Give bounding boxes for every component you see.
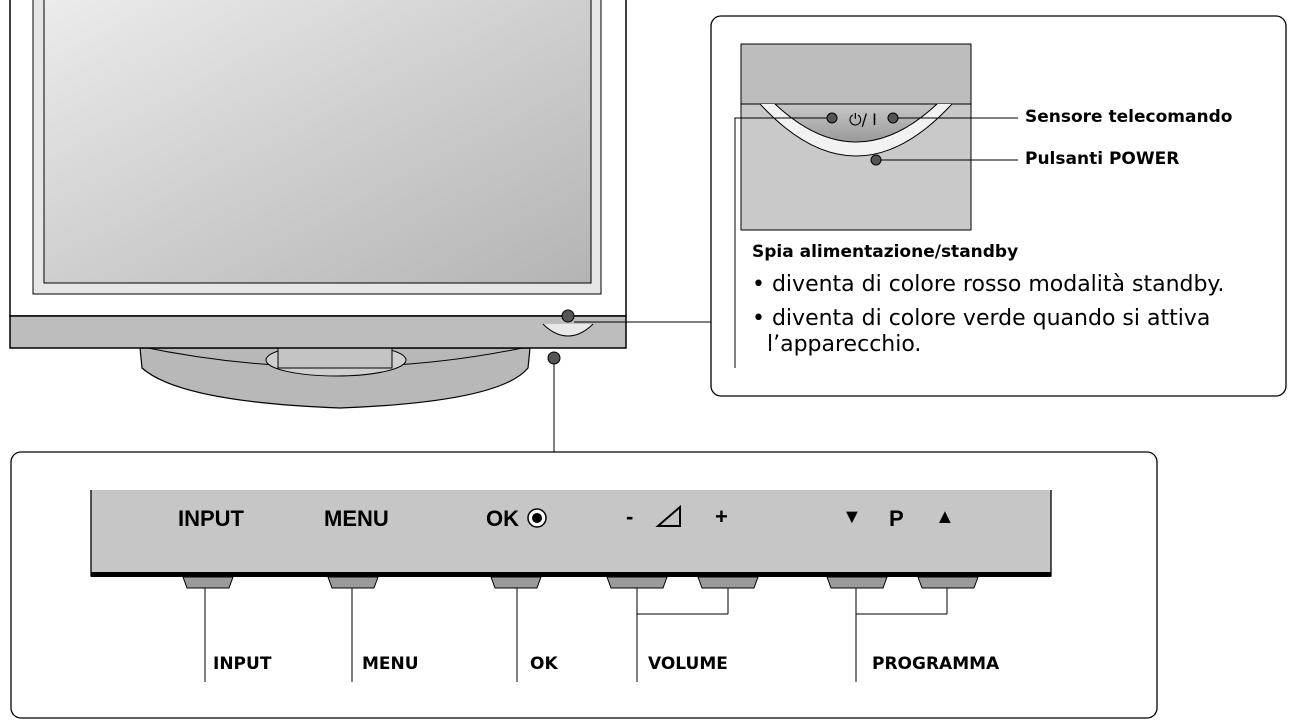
- tv-monitor: [9, 0, 627, 365]
- panel-ok-label: OK: [486, 506, 519, 531]
- button-panel-callout: [10, 451, 1158, 719]
- panel-volume-plus-label: +: [715, 504, 728, 529]
- power-symbol: ⏻/ I: [849, 110, 877, 129]
- bottom-leader-lines: [204, 588, 948, 682]
- bottom-label-programma: PROGRAMMA: [872, 654, 1000, 674]
- power-callout-box: [574, 15, 1287, 397]
- standby-bullet-green-cont: l’apparecchio.: [767, 332, 922, 357]
- power-button-label: Pulsanti POWER: [1025, 149, 1180, 169]
- panel-physical-buttons: [182, 576, 979, 589]
- panel-input-label: INPUT: [178, 506, 244, 531]
- remote-sensor-label: Sensore telecomando: [1025, 107, 1233, 127]
- bottom-label-input: INPUT: [213, 654, 272, 674]
- standby-indicator-title: Spia alimentazione/standby: [752, 242, 1019, 262]
- bottom-label-volume: VOLUME: [648, 654, 728, 674]
- panel-menu-label: MENU: [324, 506, 389, 531]
- panel-volume-minus-label: -: [626, 504, 634, 529]
- bottom-label-ok: OK: [530, 654, 558, 674]
- panel-program-p-label: P: [889, 506, 904, 531]
- standby-bullet-green: • diventa di colore verde quando si atti…: [752, 306, 1211, 331]
- standby-bullet-red: • diventa di colore rosso modalità stand…: [752, 272, 1225, 297]
- volume-icon: [655, 504, 681, 527]
- bottom-label-menu: MENU: [362, 654, 419, 674]
- panel-program-up-icon: ▲: [935, 506, 955, 528]
- tv-stand: [137, 343, 533, 409]
- panel-program-down-icon: ▼: [842, 506, 862, 528]
